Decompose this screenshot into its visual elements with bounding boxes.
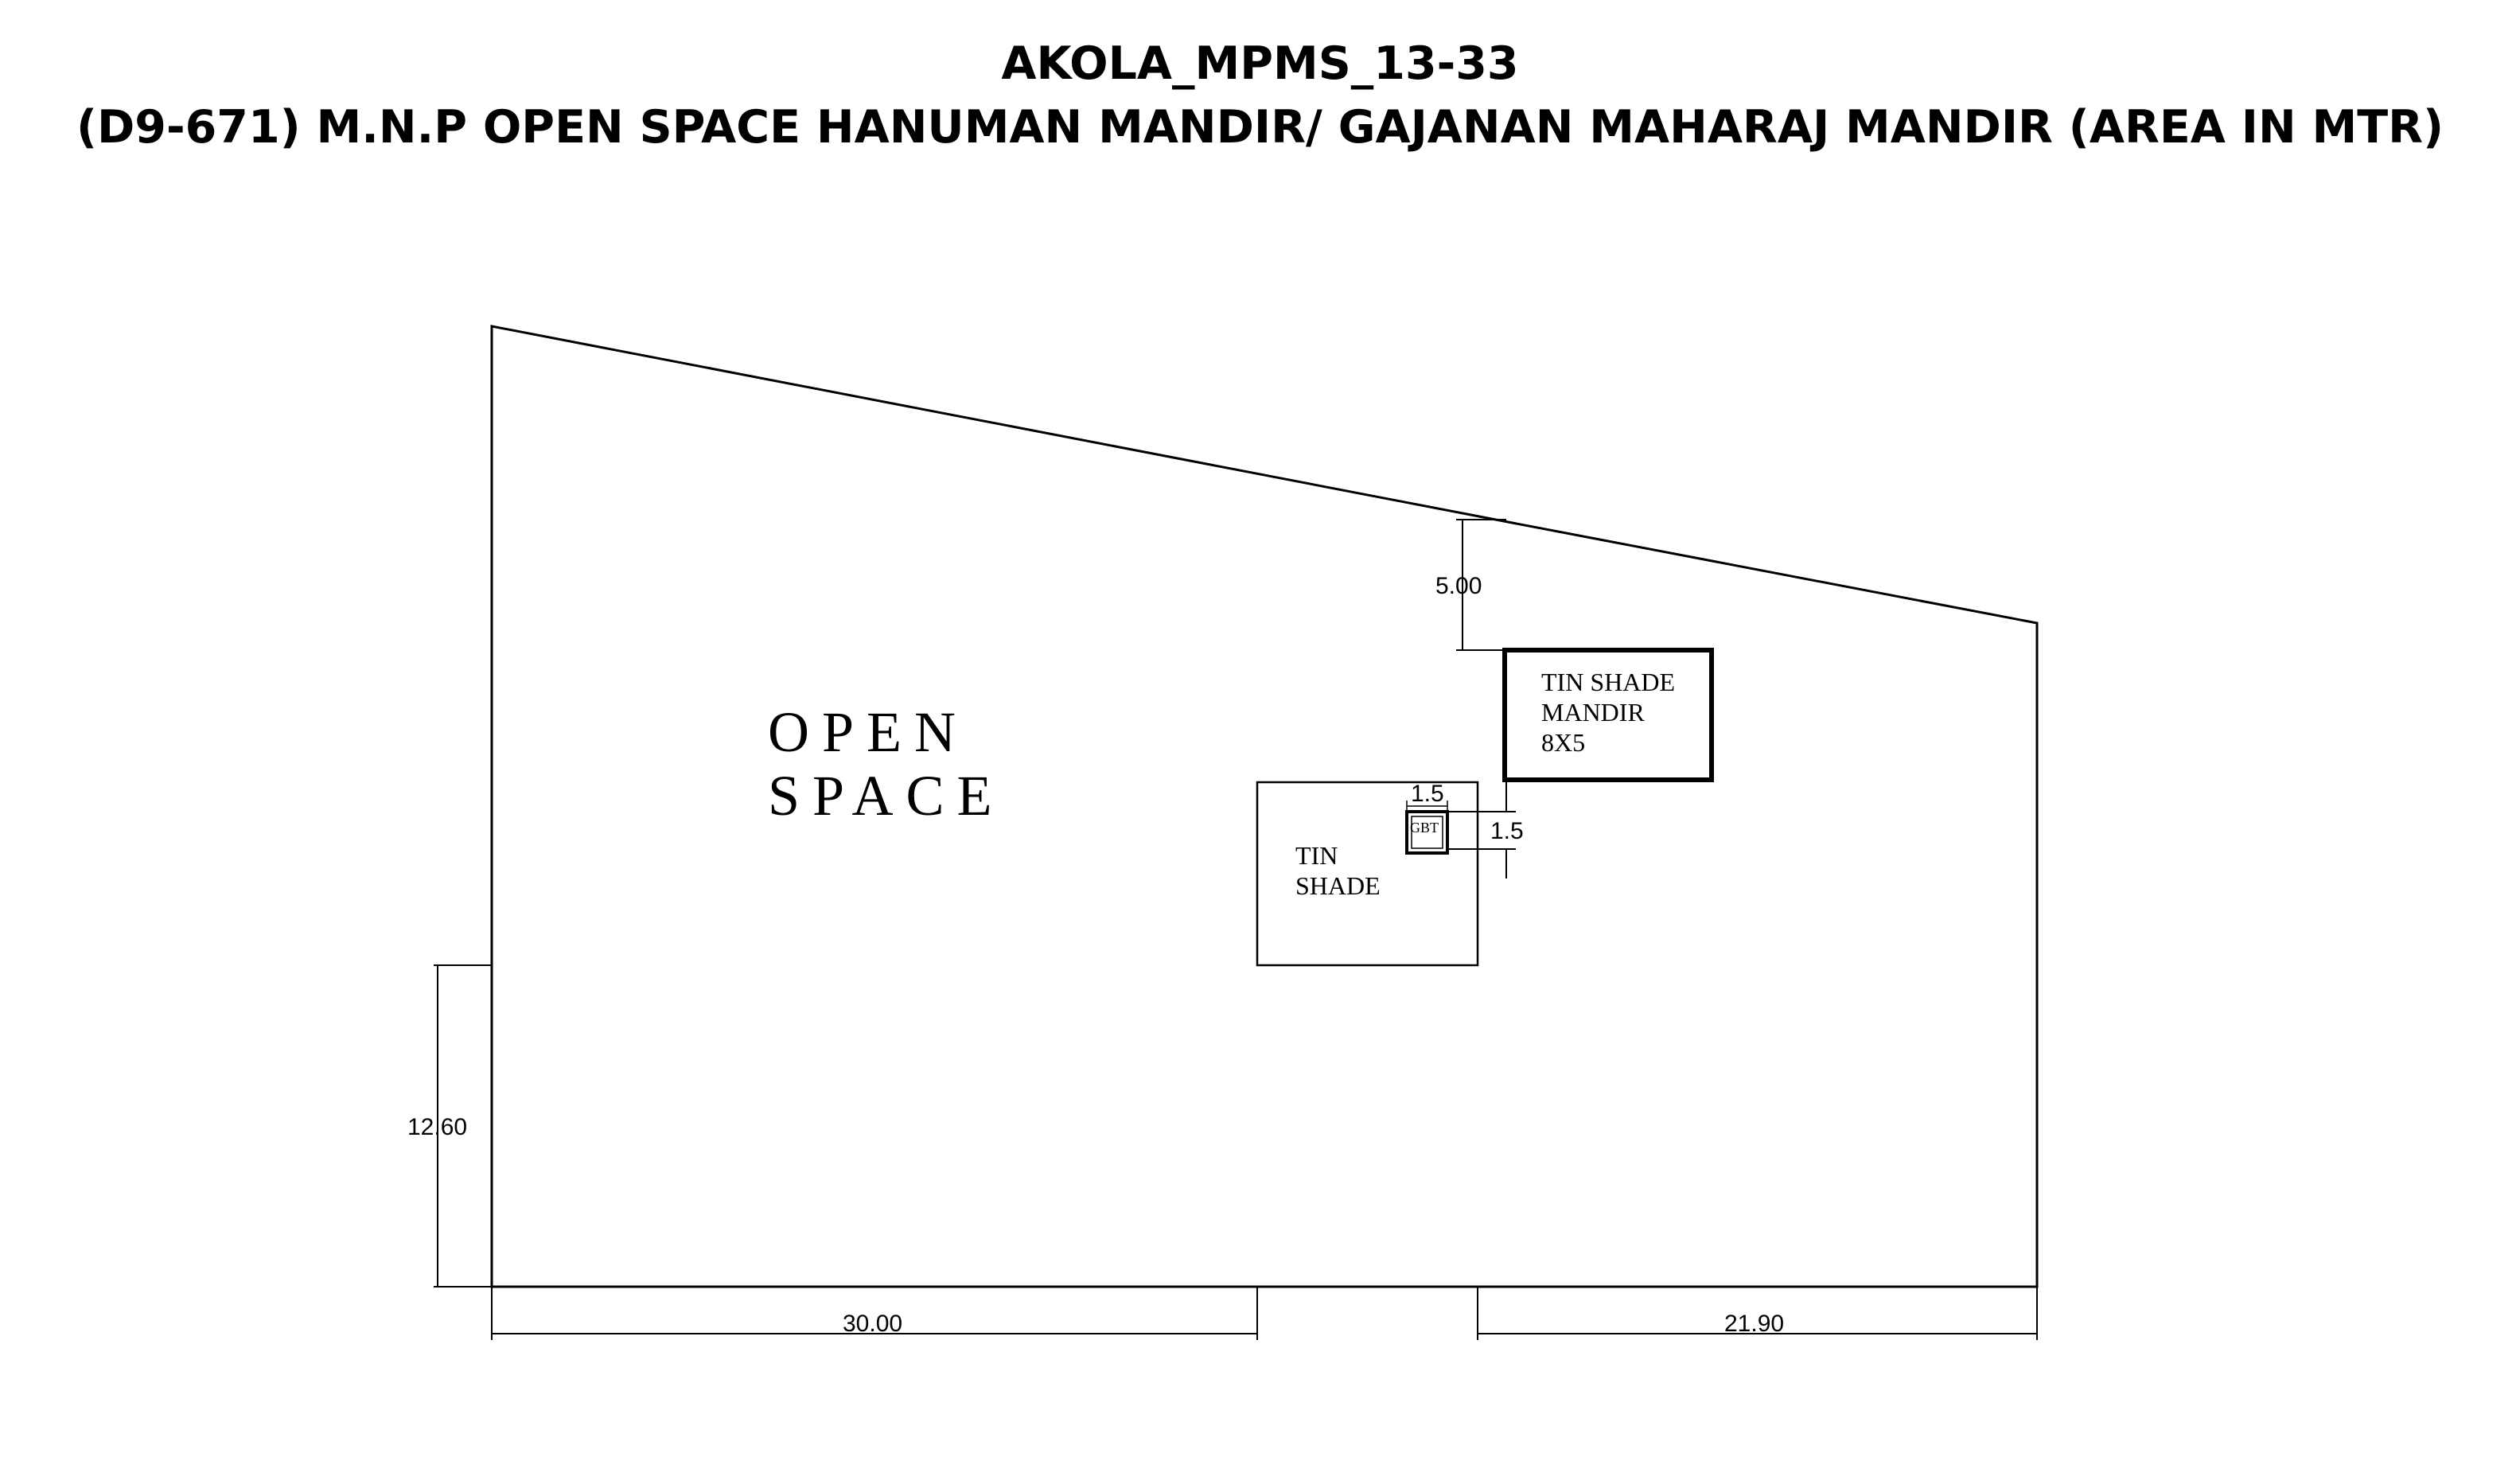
gbt-height-dim-text: 1.5 — [1490, 818, 1524, 844]
mandir-label-line2: MANDIR — [1541, 698, 1645, 727]
bottom-right-dim-text: 21.90 — [1724, 1311, 1784, 1337]
title-line-2: (D9-671) M.N.P OPEN SPACE HANUMAN MANDIR… — [76, 101, 2444, 154]
gbt-width-dim-text: 1.5 — [1411, 781, 1444, 807]
bottom-left-dim-text: 30.00 — [843, 1311, 902, 1337]
open-space-label-line1: OPEN — [768, 700, 968, 764]
tin-shade-rect — [1256, 781, 1479, 967]
open-space-label-line2: SPACE — [768, 764, 1004, 828]
top-gap-dim-text: 5.00 — [1435, 573, 1482, 599]
title-line-1: AKOLA_MPMS_13-33 — [1001, 37, 1519, 90]
gbt-box-inner — [1411, 816, 1443, 849]
mandir-rect — [1502, 648, 1714, 782]
tin-shade-label-line2: SHADE — [1295, 871, 1381, 900]
left-height-dim-text: 12.60 — [407, 1114, 467, 1140]
plot-boundary — [490, 325, 2039, 1288]
mandir-label-line1: TIN SHADE — [1541, 668, 1675, 696]
title-block: AKOLA_MPMS_13-33 (D9-671) M.N.P OPEN SPA… — [0, 32, 2520, 159]
mandir-label-line3: 8X5 — [1541, 728, 1585, 757]
tin-shade-label-line1: TIN — [1295, 841, 1338, 870]
gbt-box-outer — [1405, 810, 1449, 855]
gbt-label: GBT — [1410, 820, 1439, 836]
